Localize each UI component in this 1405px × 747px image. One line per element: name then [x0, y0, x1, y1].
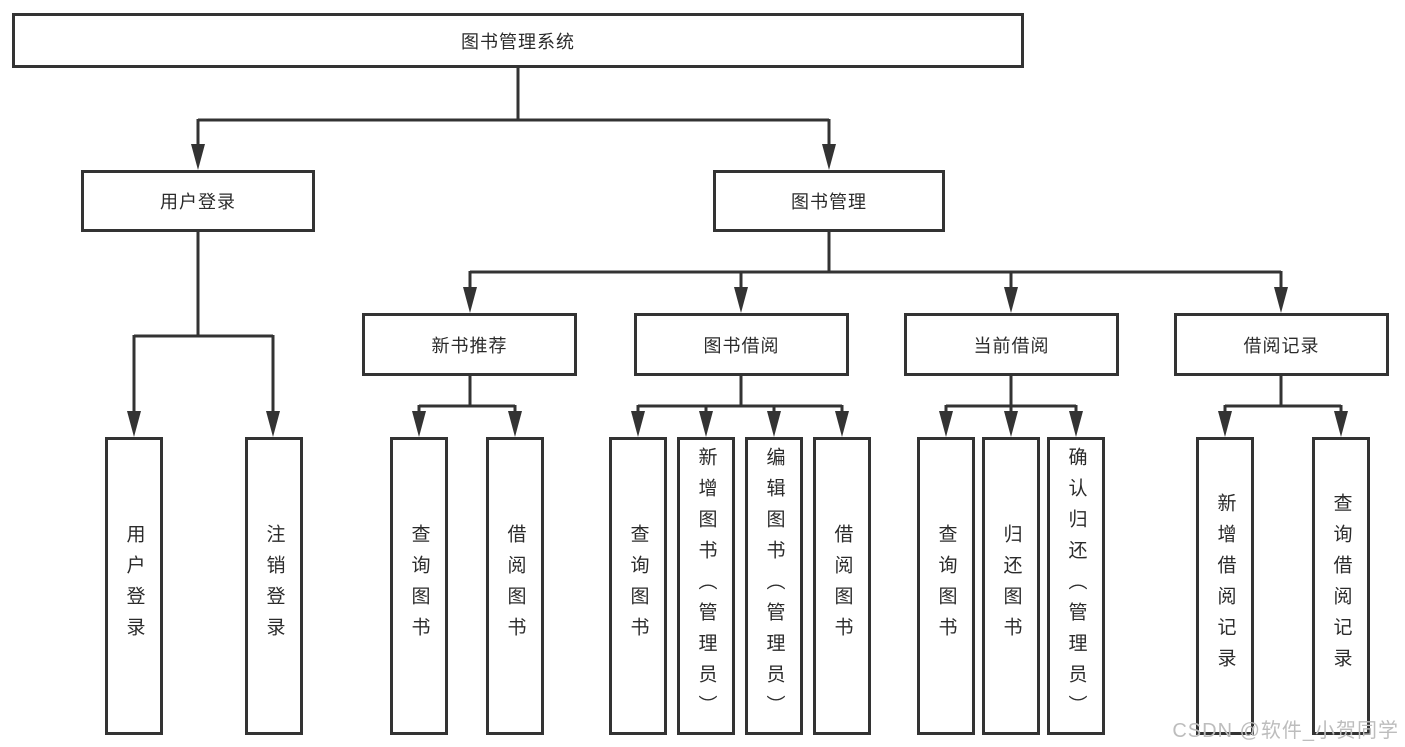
- node-label: 新增图书（管理员）: [695, 446, 717, 726]
- leaf-borrow-books-recommend: 借阅图书: [486, 437, 544, 735]
- node-label: 当前借阅: [973, 335, 1050, 356]
- csdn-watermark: CSDN @软件_小贺同学: [1172, 720, 1399, 742]
- node-label: 查询图书: [935, 524, 957, 648]
- node-label: 归还图书: [1000, 524, 1022, 648]
- node-label: 注销登录: [263, 524, 285, 648]
- node-label: 用户登录: [160, 192, 236, 212]
- node-label: 用户登录: [123, 524, 145, 648]
- node-book-borrow: 图书借阅: [634, 313, 849, 376]
- node-current-borrow: 当前借阅: [904, 313, 1119, 376]
- node-label: 图书借阅: [703, 335, 780, 356]
- node-label: 查询借阅记录: [1330, 493, 1352, 679]
- connector-book-borrow-group: [631, 376, 849, 437]
- leaf-query-books-current: 查询图书: [917, 437, 975, 735]
- connector-book-management-group: [463, 232, 1288, 313]
- leaf-edit-book-admin: 编辑图书（管理员）: [745, 437, 803, 735]
- node-new-book-recommend: 新书推荐: [362, 313, 577, 376]
- connector-root-to-level1: [191, 68, 836, 170]
- node-label: 图书管理系统: [461, 31, 575, 52]
- connector-current-borrow-group: [939, 376, 1083, 437]
- leaf-borrow-books: 借阅图书: [813, 437, 871, 735]
- connector-borrow-record-group: [1218, 376, 1348, 437]
- leaf-return-book: 归还图书: [982, 437, 1040, 735]
- leaf-user-login: 用户登录: [105, 437, 163, 735]
- connector-new-book-group: [412, 376, 522, 437]
- node-book-management: 图书管理: [713, 170, 945, 232]
- leaf-logout: 注销登录: [245, 437, 303, 735]
- node-label: 编辑图书（管理员）: [763, 446, 785, 726]
- leaf-query-borrow-record: 查询借阅记录: [1312, 437, 1370, 735]
- node-user-login: 用户登录: [81, 170, 315, 232]
- node-borrow-record: 借阅记录: [1174, 313, 1389, 376]
- node-label: 新书推荐: [431, 335, 508, 356]
- node-label: 新增借阅记录: [1214, 493, 1236, 679]
- node-library-management-system: 图书管理系统: [12, 13, 1024, 68]
- leaf-query-books-borrow: 查询图书: [609, 437, 667, 735]
- node-label: 确认归还（管理员）: [1065, 446, 1087, 726]
- node-label: 图书管理: [791, 192, 867, 212]
- node-label: 借阅图书: [831, 524, 853, 648]
- leaf-add-book-admin: 新增图书（管理员）: [677, 437, 735, 735]
- node-label: 借阅记录: [1243, 335, 1320, 356]
- leaf-add-borrow-record: 新增借阅记录: [1196, 437, 1254, 735]
- node-label: 查询图书: [627, 524, 649, 648]
- leaf-query-books-recommend: 查询图书: [390, 437, 448, 735]
- node-label: 查询图书: [408, 524, 430, 648]
- leaf-confirm-return-admin: 确认归还（管理员）: [1047, 437, 1105, 735]
- node-label: 借阅图书: [504, 524, 526, 648]
- connector-user-login-group: [127, 232, 280, 437]
